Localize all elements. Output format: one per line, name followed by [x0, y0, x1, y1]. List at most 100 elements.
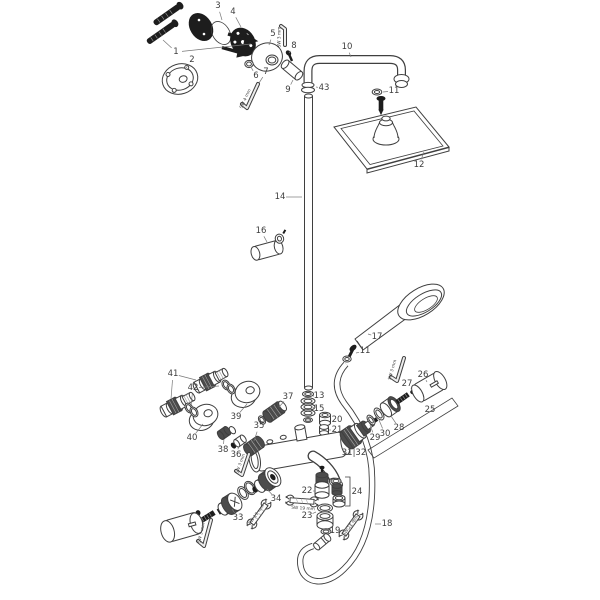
- overhead-shower-plate: [333, 106, 450, 174]
- leader-line: [190, 393, 193, 407]
- shower-arm: [303, 55, 410, 91]
- leader-line: [198, 385, 220, 388]
- part-label-18: 18: [382, 519, 393, 529]
- leader-line: [253, 431, 258, 442]
- part-label-40: 40: [187, 433, 198, 443]
- leader-line: [410, 388, 413, 391]
- rings-33: [237, 480, 257, 500]
- part-label-28: 28: [394, 423, 405, 433]
- cartridge-34: [252, 467, 282, 493]
- leader-line: [239, 403, 248, 413]
- part-label-11: 11: [389, 86, 400, 96]
- wrench-sw17: [246, 497, 272, 531]
- leader-line: [420, 151, 425, 160]
- part-label-34: 34: [271, 494, 282, 504]
- o-rings-42-bottom: [184, 402, 199, 418]
- leader-line: [235, 17, 242, 28]
- part-label-26: 26: [418, 370, 429, 380]
- part-38: [216, 426, 237, 440]
- part-36: [230, 434, 247, 449]
- part-label-23: 23: [302, 511, 313, 521]
- leader-line: [250, 66, 254, 71]
- o-rings-42-top: [221, 379, 236, 395]
- slide-holder-16: [250, 229, 287, 261]
- part-label-1: 1: [173, 47, 178, 57]
- part-label-8: 8: [291, 41, 296, 51]
- part-label-30: 30: [380, 429, 391, 439]
- leader-line: [170, 379, 173, 400]
- leader-line: [223, 438, 225, 445]
- leader-line: [355, 351, 360, 354]
- bracket-24: [345, 476, 351, 507]
- part-label-27: 27: [402, 379, 413, 389]
- leader-line: [195, 423, 204, 434]
- leader-line: [367, 333, 372, 336]
- s-connector-41-top: [192, 367, 229, 394]
- shower-inlet-cone: [372, 115, 400, 146]
- leader-lines: [162, 11, 428, 532]
- leader-line: [378, 419, 383, 429]
- handle-33: [160, 512, 204, 543]
- part-label-9: 9: [285, 85, 290, 95]
- leader-line: [313, 407, 316, 409]
- direction-arrows: [221, 32, 259, 58]
- allen-key-27: [389, 356, 406, 383]
- tool-size-label: SW 19 mm: [291, 505, 315, 513]
- mounting-screws: [146, 1, 184, 44]
- part-label-2: 2: [189, 55, 194, 65]
- allen-key-8: [279, 24, 287, 47]
- leader-line: [390, 415, 396, 424]
- parts-24: [330, 477, 346, 508]
- part-label-37: 37: [283, 392, 294, 402]
- leader-line: [162, 39, 172, 49]
- allen-key-36: [234, 452, 251, 477]
- part-label-15: 15: [314, 404, 325, 414]
- part-label-22: 22: [302, 486, 313, 496]
- tool-size-label: SW 3 mm: [387, 359, 399, 381]
- escutcheon-39: [230, 380, 261, 408]
- leader-line: [278, 401, 285, 408]
- part-label-6: 6: [253, 71, 258, 81]
- arm-escutcheon: [251, 42, 283, 72]
- roller-35: [243, 435, 265, 457]
- diverter-22: [314, 465, 330, 499]
- leader-line: [382, 91, 389, 93]
- leader-line: [290, 79, 294, 85]
- washer-screw-11-bottom: [342, 344, 357, 363]
- part-label-5: 5: [270, 29, 275, 39]
- ring-37: [257, 415, 267, 425]
- part-label-31-32: 31|32: [342, 448, 367, 458]
- washer-screw-11-top: [371, 88, 386, 116]
- allen-key-bottom: [196, 518, 213, 548]
- leader-line: [348, 52, 352, 58]
- leader-line: [263, 236, 268, 243]
- part-label-19: 19: [330, 526, 341, 536]
- leader-line: [237, 445, 240, 450]
- leader-line: [312, 511, 317, 514]
- leader-line: [369, 424, 374, 433]
- part-label-29: 29: [370, 433, 381, 443]
- screw-rod-27: [395, 392, 410, 405]
- part-label-43: 43: [319, 83, 330, 93]
- part-label-7: 7: [263, 67, 268, 77]
- part-label-25: 25: [425, 405, 436, 415]
- hand-shower: [354, 283, 445, 351]
- part-label-36: 36: [231, 450, 242, 460]
- allen-key-7: [240, 82, 260, 110]
- sleeve-9: [280, 59, 304, 81]
- part-label-12: 12: [414, 160, 425, 170]
- tool-size-label: SW 3 mm: [196, 522, 207, 544]
- leader-line: [425, 380, 428, 383]
- leader-line: [219, 11, 223, 21]
- arm-union-nut: [301, 81, 315, 94]
- leader-line: [185, 64, 189, 69]
- ring-29: [366, 414, 376, 426]
- part-label-35: 35: [254, 421, 265, 431]
- riser-pipe: [304, 93, 313, 391]
- leader-line: [266, 488, 273, 495]
- part-label-17: 17: [372, 332, 383, 342]
- part-label-24: 24: [352, 487, 363, 497]
- wrench-sw19: [282, 494, 322, 508]
- seal-gasket: [188, 13, 232, 45]
